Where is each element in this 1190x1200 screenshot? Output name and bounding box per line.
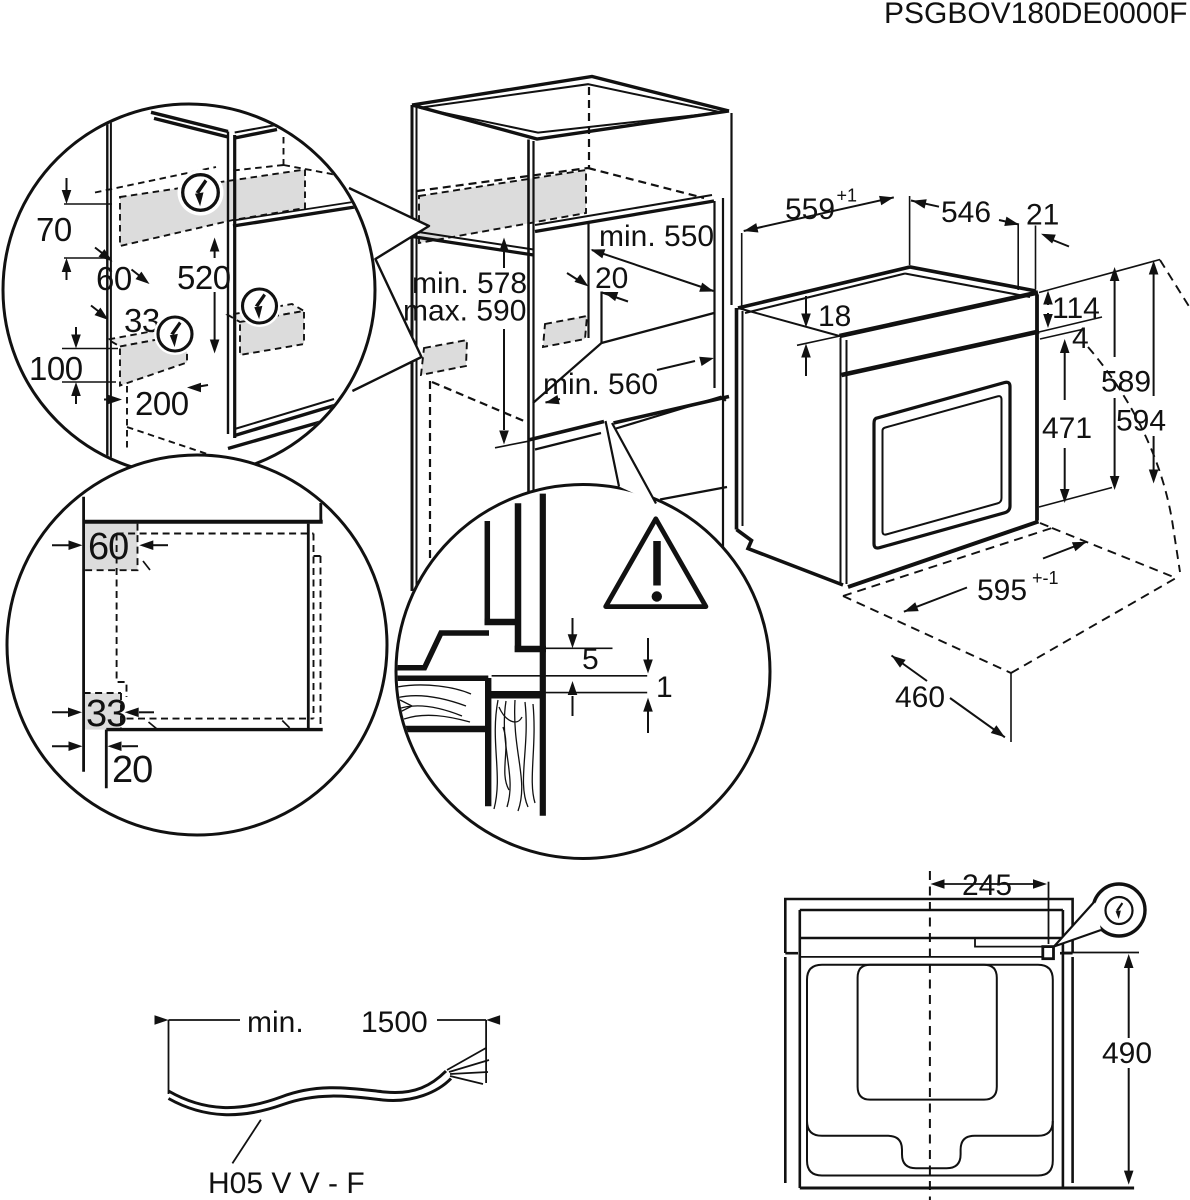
svg-text:60: 60 <box>96 260 132 297</box>
svg-text:1500: 1500 <box>361 1006 428 1039</box>
svg-text:+-1: +-1 <box>1032 568 1059 588</box>
svg-text:18: 18 <box>818 300 851 333</box>
svg-text:21: 21 <box>1026 199 1059 232</box>
svg-text:5: 5 <box>582 643 599 676</box>
svg-text:546: 546 <box>941 196 991 229</box>
svg-text:245: 245 <box>962 869 1012 902</box>
svg-text:H05 V V - F: H05 V V - F <box>208 1167 365 1200</box>
svg-text:+1: +1 <box>837 186 858 206</box>
svg-text:520: 520 <box>177 259 231 296</box>
svg-text:490: 490 <box>1102 1037 1152 1070</box>
svg-text:460: 460 <box>895 681 945 714</box>
svg-text:595: 595 <box>977 574 1027 607</box>
svg-text:min.: min. <box>247 1006 304 1039</box>
svg-text:1: 1 <box>656 671 673 704</box>
svg-text:min. 560: min. 560 <box>543 368 658 401</box>
svg-text:min. 550: min. 550 <box>599 220 714 253</box>
svg-text:4: 4 <box>1072 322 1089 355</box>
svg-text:70: 70 <box>36 211 72 248</box>
svg-text:PSGBOV180DE0000F: PSGBOV180DE0000F <box>884 0 1188 30</box>
svg-text:594: 594 <box>1116 405 1166 438</box>
svg-text:471: 471 <box>1042 412 1092 445</box>
svg-text:559: 559 <box>785 193 835 226</box>
svg-text:200: 200 <box>135 385 189 422</box>
svg-text:100: 100 <box>29 350 83 387</box>
svg-text:20: 20 <box>112 749 152 791</box>
svg-text:589: 589 <box>1101 366 1151 399</box>
svg-text:60: 60 <box>88 526 128 568</box>
svg-text:114: 114 <box>1052 292 1100 325</box>
svg-text:33: 33 <box>86 693 126 735</box>
svg-text:20: 20 <box>595 262 628 295</box>
svg-text:max. 590: max. 590 <box>403 295 526 328</box>
svg-text:min. 578: min. 578 <box>412 267 527 300</box>
